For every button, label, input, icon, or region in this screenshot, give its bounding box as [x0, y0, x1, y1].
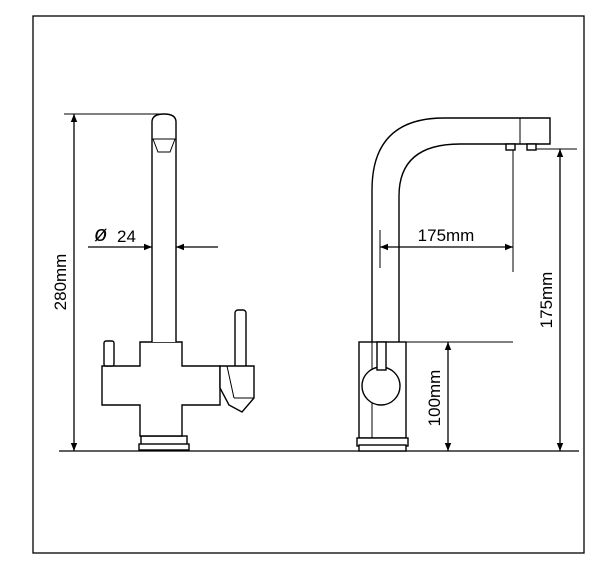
side-view [356, 117, 551, 452]
lever-height-dimension [406, 341, 513, 451]
front-view [101, 113, 255, 451]
reach-label: 175mm [418, 226, 475, 245]
diameter-symbol: ø [94, 221, 107, 246]
drawing-frame [32, 15, 585, 554]
height-dimension [64, 113, 162, 451]
spout-height-label: 175mm [537, 272, 556, 329]
height-total-label: 280mm [51, 254, 70, 311]
lever-height-label: 100mm [425, 370, 444, 427]
reach-dimension [379, 150, 514, 272]
diameter-value: 24 [117, 227, 136, 246]
spout-height-dimension [536, 148, 577, 451]
